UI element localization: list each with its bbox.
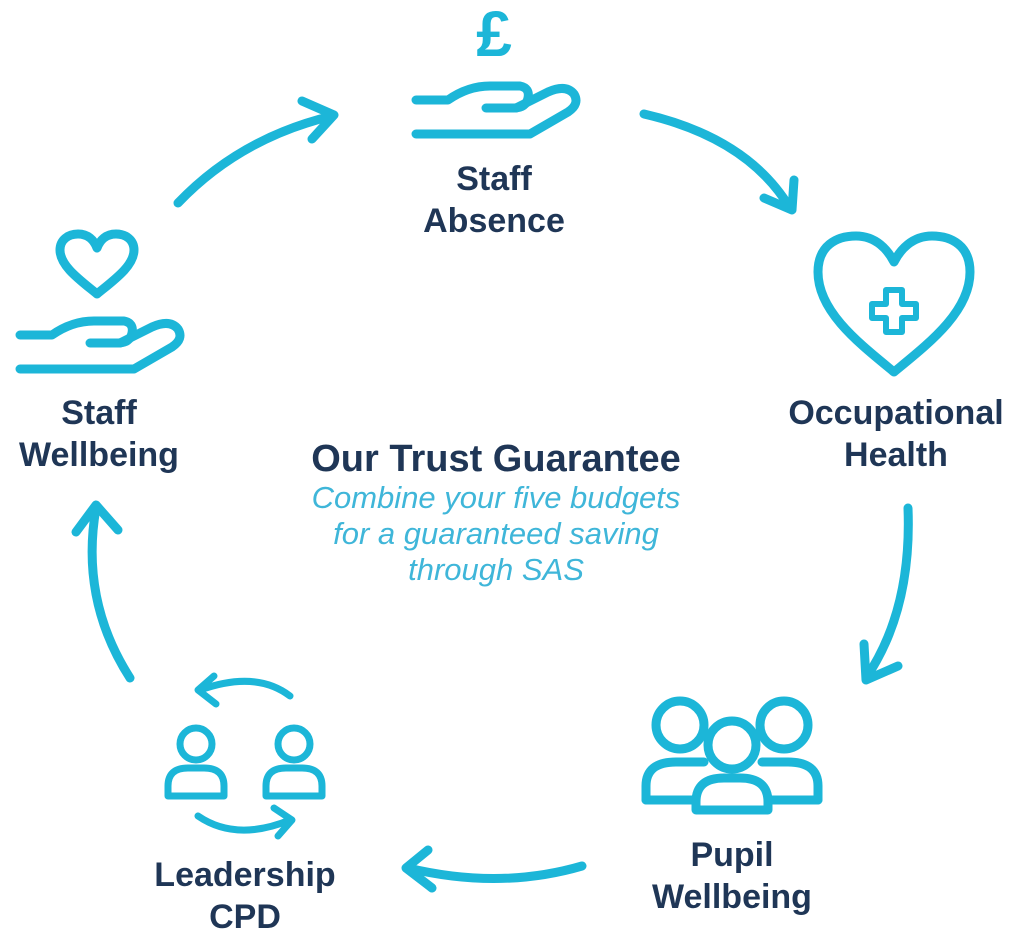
- center-subtitle-line: for a guaranteed saving: [333, 516, 659, 551]
- group-people-icon: [641, 696, 823, 815]
- node-label-pupil-wellbeing: Pupil Wellbeing: [628, 834, 836, 918]
- node-label-line: Staff: [456, 160, 532, 198]
- arrow-staff-wellbeing-to-staff-absence: [173, 96, 339, 208]
- node-label-line: Health: [844, 436, 948, 474]
- pound-hand-icon: £: [411, 0, 581, 139]
- node-label-line: CPD: [209, 898, 281, 936]
- node-label-line: Staff: [61, 394, 137, 432]
- node-label-line: Wellbeing: [19, 436, 179, 474]
- node-label-line: Pupil: [690, 836, 774, 874]
- node-label-line: Wellbeing: [652, 878, 812, 916]
- node-label-line: Leadership: [154, 856, 336, 894]
- center-title: Our Trust Guarantee: [311, 438, 681, 480]
- arrow-staff-absence-to-occupational-health: [639, 109, 799, 215]
- arrow-leadership-cpd-to-staff-wellbeing: [71, 500, 135, 683]
- center-subtitle-line: through SAS: [408, 552, 584, 587]
- node-label-leadership-cpd: Leadership CPD: [130, 854, 360, 938]
- node-label-occupational-health: Occupational Health: [756, 392, 1024, 476]
- arrow-pupil-wellbeing-to-leadership-cpd: [401, 845, 587, 893]
- center-subtitle-line: Combine your five budgets: [311, 480, 681, 515]
- pound-symbol: £: [476, 0, 512, 70]
- heart-cross-icon: [813, 231, 975, 377]
- exchange-people-icon: [164, 672, 326, 840]
- arrow-occupational-health-to-pupil-wellbeing: [859, 503, 913, 685]
- node-label-staff-wellbeing: Staff Wellbeing: [0, 392, 198, 476]
- node-label-staff-absence: Staff Absence: [394, 158, 594, 242]
- center-subtitle: Combine your five budgets for a guarante…: [236, 480, 756, 588]
- node-label-line: Absence: [423, 202, 565, 240]
- heart-hand-icon: [15, 229, 185, 374]
- node-label-line: Occupational: [788, 394, 1004, 432]
